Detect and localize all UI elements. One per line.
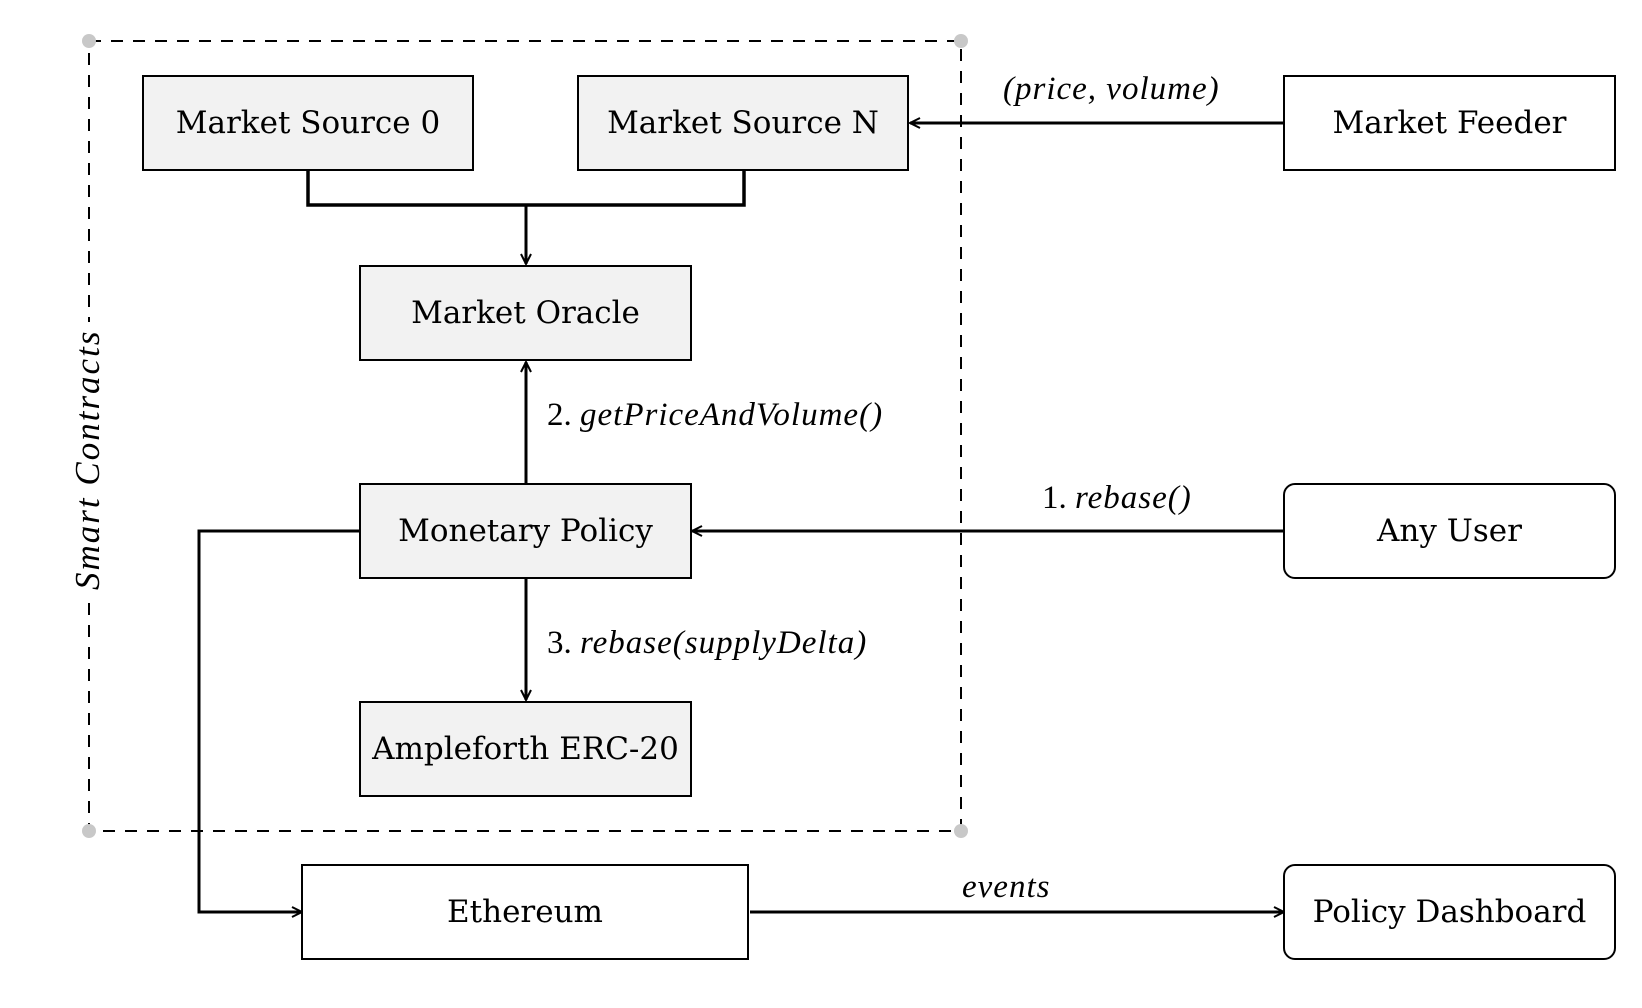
market-oracle-node: Market Oracle: [359, 265, 692, 361]
boundary-corner-dot: [82, 824, 96, 838]
ampleforth-erc20-node: Ampleforth ERC-20: [359, 701, 692, 797]
price-volume-label: (price, volume): [1003, 71, 1220, 107]
ethereum-node: Ethereum: [301, 864, 749, 960]
monetary-policy-node: Monetary Policy: [359, 483, 692, 579]
smart-contracts-label: Smart Contracts: [68, 321, 107, 598]
get-price-label: 2. getPriceAndVolume(): [547, 397, 884, 433]
market-source-0-node: Market Source 0: [142, 75, 474, 171]
boundary-corner-dot: [954, 824, 968, 838]
boundary-corner-dot: [954, 34, 968, 48]
boundary-corner-dot: [82, 34, 96, 48]
policy-to-ethereum-arrow: [197, 529, 360, 912]
rebase-user-label: 1. rebase(): [1042, 480, 1192, 516]
market-feeder-node: Market Feeder: [1283, 75, 1616, 171]
any-user-node: Any User: [1283, 483, 1616, 579]
policy-dashboard-node: Policy Dashboard: [1283, 864, 1616, 960]
sources-merge-connector: [306, 171, 746, 207]
market-source-n-node: Market Source N: [577, 75, 909, 171]
events-label: events: [962, 869, 1051, 905]
rebase-supply-label: 3. rebase(supplyDelta): [547, 625, 868, 661]
